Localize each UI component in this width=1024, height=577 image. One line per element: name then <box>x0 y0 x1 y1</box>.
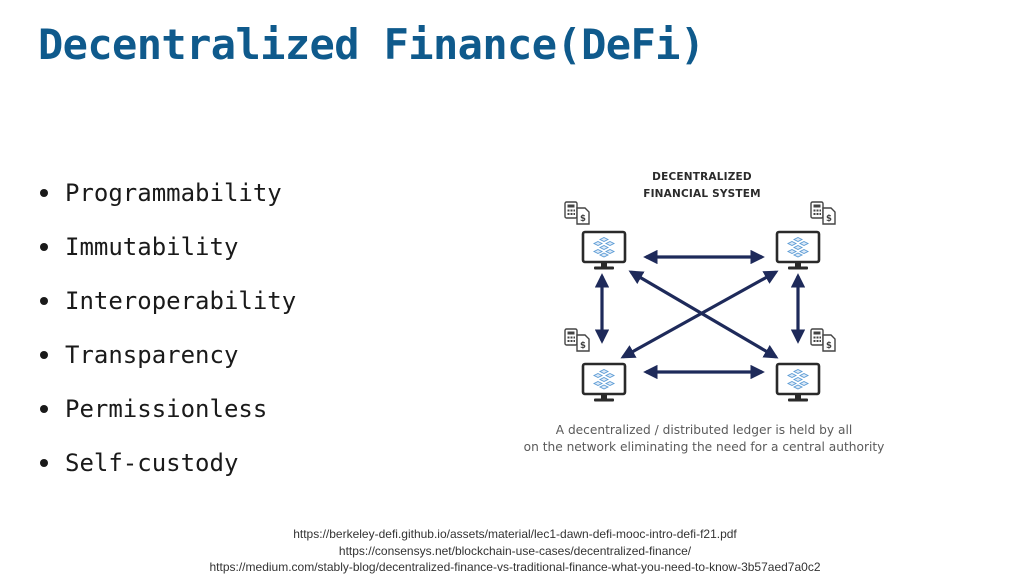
dollar-icon <box>822 207 836 225</box>
reference-link[interactable]: https://medium.com/stably-blog/decentral… <box>209 560 821 574</box>
list-item-label: Interoperability <box>65 287 297 315</box>
node-top-left <box>564 201 627 271</box>
reference-link[interactable]: https://berkeley-defi.github.io/assets/m… <box>293 527 737 541</box>
computer-icon <box>581 362 627 403</box>
caption-line1: A decentralized / distributed ledger is … <box>555 423 853 437</box>
list-item: Interoperability <box>40 274 296 328</box>
list-item: Transparency <box>40 328 296 382</box>
computer-icon <box>775 362 821 403</box>
list-item-label: Immutability <box>65 233 239 261</box>
bullet-icon <box>40 189 48 197</box>
calculator-icon <box>564 328 578 346</box>
references: https://berkeley-defi.github.io/assets/m… <box>140 526 890 576</box>
bullet-icon <box>40 351 48 359</box>
dollar-icon <box>822 334 836 352</box>
reference-link[interactable]: https://consensys.net/blockchain-use-cas… <box>338 543 692 558</box>
bullet-icon <box>40 459 48 467</box>
network-graphic: $ <box>564 201 836 403</box>
node-bottom-left <box>564 328 627 403</box>
dollar-icon <box>576 207 590 225</box>
slide-title: Decentralized Finance(DeFi) <box>38 20 705 69</box>
computer-icon <box>775 230 821 271</box>
bullet-icon <box>40 243 48 251</box>
caption-line2: on the network eliminating the need for … <box>523 440 885 454</box>
diagram-title-line1: DECENTRALIZED <box>652 171 752 183</box>
diagram-title: DECENTRALIZED FINANCIAL SYSTEM <box>520 169 884 203</box>
decentralized-system-diagram: DECENTRALIZED FINANCIAL SYSTEM <box>520 160 890 460</box>
bullet-icon <box>40 297 48 305</box>
node-bottom-right <box>775 328 836 403</box>
computer-icon <box>581 230 627 271</box>
diagram-title-line2: FINANCIAL SYSTEM <box>643 188 761 200</box>
calculator-icon <box>564 201 578 219</box>
list-item-label: Programmability <box>65 179 282 207</box>
list-item-label: Transparency <box>65 341 239 369</box>
feature-list: Programmability Immutability Interoperab… <box>40 166 296 490</box>
list-item-label: Permissionless <box>65 395 268 423</box>
calculator-icon <box>810 328 824 346</box>
list-item: Immutability <box>40 220 296 274</box>
list-item-label: Self-custody <box>65 449 239 477</box>
calculator-icon <box>810 201 824 219</box>
connection-arrows <box>594 249 806 380</box>
dollar-icon <box>576 334 590 352</box>
bullet-icon <box>40 405 48 413</box>
list-item: Programmability <box>40 166 296 220</box>
list-item: Permissionless <box>40 382 296 436</box>
node-top-right <box>775 201 836 271</box>
list-item: Self-custody <box>40 436 296 490</box>
diagram-caption: A decentralized / distributed ledger is … <box>520 422 888 456</box>
